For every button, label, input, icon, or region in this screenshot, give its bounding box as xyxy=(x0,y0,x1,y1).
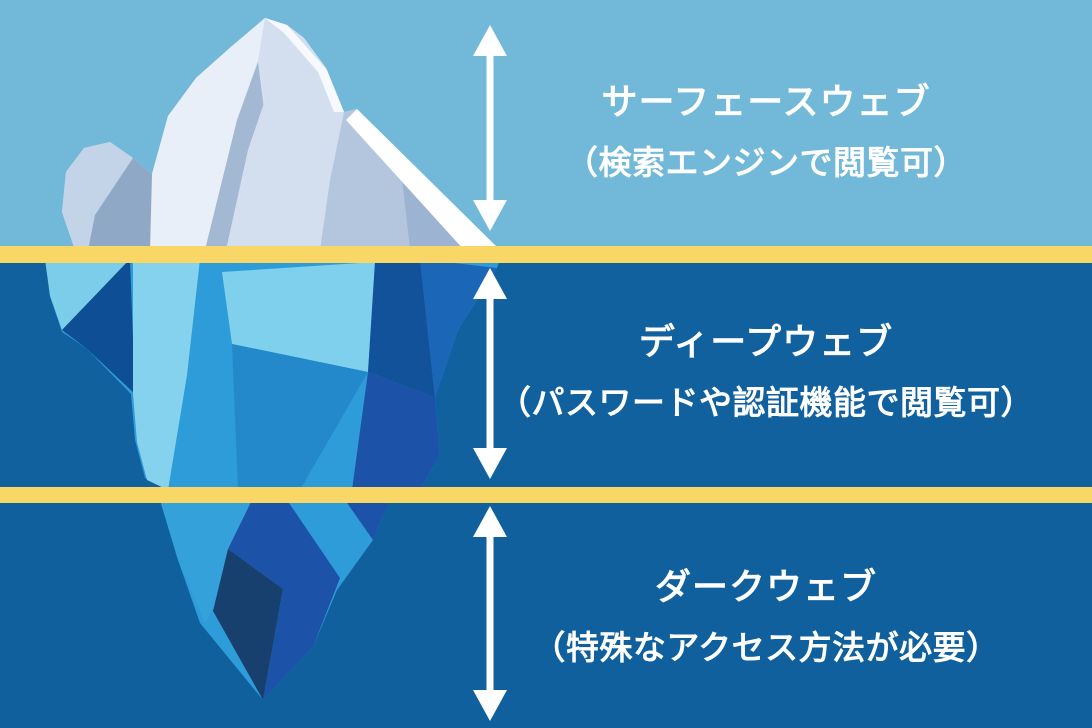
iceberg-below-water xyxy=(45,259,500,490)
dark-web-label: ダークウェブ （特殊なアクセス方法が必要） xyxy=(440,569,1092,665)
deep-web-label: ディープウェブ （パスワードや認証機能で閲覧可） xyxy=(440,324,1092,420)
surface-web-caption: （検索エンジンで閲覧可） xyxy=(565,144,967,181)
deep-web-caption: （パスワードや認証機能で閲覧可） xyxy=(498,384,1034,421)
deep-dark-divider xyxy=(0,487,1092,503)
iceberg-above-water xyxy=(62,18,500,250)
deep-range-arrow-icon xyxy=(473,268,507,479)
dark-web-caption: （特殊なアクセス方法が必要） xyxy=(532,629,1000,666)
surface-deep-divider xyxy=(0,246,1092,263)
deep-web-title: ディープウェブ xyxy=(638,321,894,362)
surface-range-arrow-icon xyxy=(473,25,507,231)
iceberg-tip xyxy=(160,500,390,700)
surface-web-title: サーフェースウェブ xyxy=(601,81,931,122)
dark-range-arrow-icon xyxy=(473,506,507,721)
surface-web-label: サーフェースウェブ （検索エンジンで閲覧可） xyxy=(440,84,1092,180)
dark-web-title: ダークウェブ xyxy=(654,566,877,607)
